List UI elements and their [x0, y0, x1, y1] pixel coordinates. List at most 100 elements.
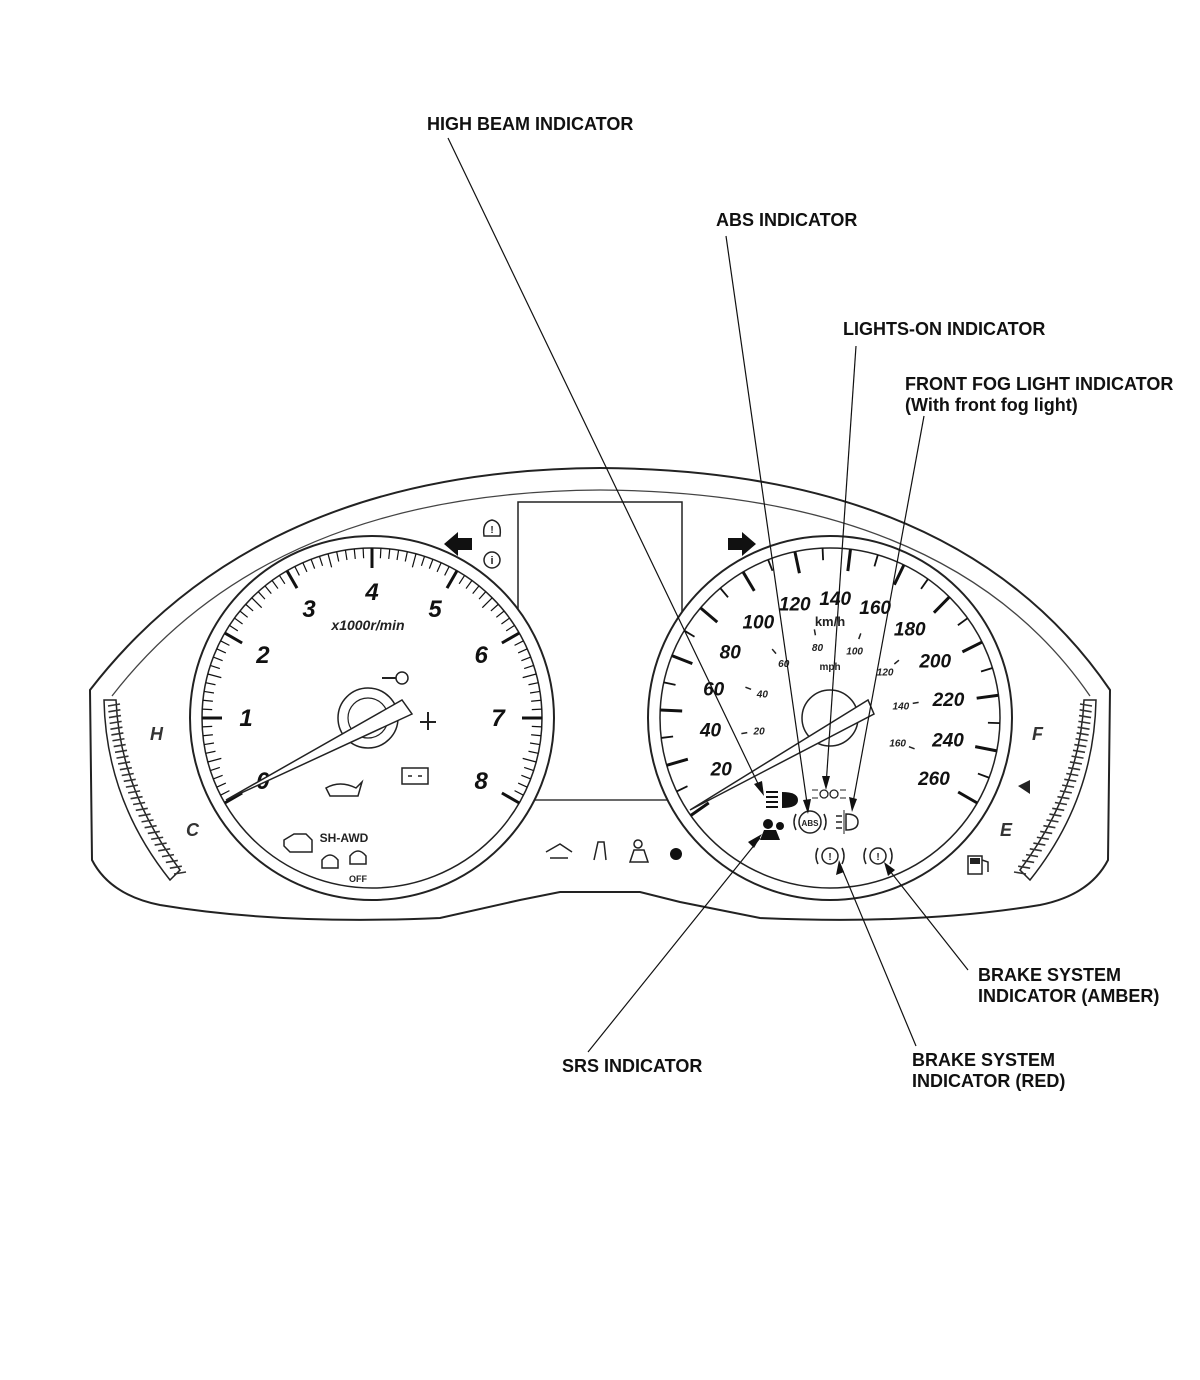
- speed-mph-number: 160: [889, 739, 906, 750]
- tach-minor-tick: [327, 553, 333, 568]
- leader-lights-on: [825, 345, 857, 787]
- temp-tick: [108, 714, 122, 719]
- leader-high-beam: [447, 137, 763, 793]
- cluster-housing-inner: [111, 489, 1091, 697]
- tach-major-tick: [445, 570, 459, 589]
- callout-front-fog-line2: (With front fog light): [905, 395, 1078, 415]
- fuel-tick: [1049, 813, 1062, 817]
- tach-minor-tick: [234, 617, 243, 625]
- callout-brake-amber: BRAKE SYSTEM INDICATOR (AMBER): [978, 965, 1159, 1007]
- tach-number: 3: [302, 596, 316, 623]
- tach-minor-tick: [522, 757, 537, 763]
- temp-tick: [111, 732, 124, 736]
- turn-right-arrow-icon: [728, 532, 756, 556]
- temp-tick: [165, 859, 178, 864]
- tach-number: 8: [474, 768, 488, 795]
- fuel-tick: [1074, 743, 1087, 748]
- callout-high-beam-text: HIGH BEAM INDICATOR: [427, 114, 634, 134]
- tach-minor-tick: [229, 624, 239, 632]
- seatbelt-icon: [628, 839, 650, 863]
- tach-number: 5: [428, 596, 442, 623]
- oil-pressure-icon: [325, 779, 364, 797]
- fuel-tick: [1013, 871, 1027, 875]
- tach-minor-tick: [203, 690, 215, 694]
- temp-tick: [130, 795, 143, 800]
- speedometer-unit-kmh: km/h: [815, 614, 845, 629]
- speed-minor-tick: [719, 587, 729, 598]
- svg-text:!: !: [828, 852, 831, 863]
- temp-tick: [161, 853, 175, 858]
- speed-mph-number: 140: [893, 701, 910, 712]
- speed-mph-tick: [912, 701, 919, 705]
- fuel-tick: [1078, 714, 1092, 719]
- tach-minor-tick: [353, 548, 356, 559]
- speed-major-tick: [974, 745, 998, 753]
- tach-minor-tick: [531, 734, 542, 737]
- passenger-seatbelt-icon: [593, 841, 607, 861]
- tach-minor-tick: [531, 725, 542, 728]
- speed-kmh-number: 220: [932, 690, 965, 711]
- speed-mph-number: 60: [778, 659, 790, 670]
- speed-kmh-number: 60: [703, 680, 725, 701]
- callout-lights-on-text: LIGHTS-ON INDICATOR: [843, 319, 1046, 339]
- tach-minor-tick: [428, 559, 434, 569]
- speed-kmh-number: 140: [819, 589, 851, 610]
- speed-kmh-number: 200: [918, 651, 951, 672]
- immobilizer-key-icon: [382, 671, 409, 685]
- tachometer-unit: x1000r/min: [330, 617, 404, 633]
- tach-number: 6: [474, 642, 488, 669]
- speed-major-tick: [846, 549, 852, 572]
- tach-minor-tick: [220, 640, 230, 646]
- speed-kmh-number: 40: [699, 720, 722, 741]
- tach-major-tick: [285, 570, 299, 589]
- fuel-tick: [1068, 766, 1081, 771]
- fuel-tick: [1057, 795, 1070, 800]
- temp-tick: [109, 720, 122, 725]
- callout-brake-amber-line1: BRAKE SYSTEM: [978, 965, 1122, 985]
- speed-minor-tick: [873, 554, 879, 567]
- check-engine-icon: [283, 833, 313, 853]
- tach-minor-tick: [465, 580, 473, 589]
- fuel-tick: [1033, 842, 1046, 846]
- vsa-icon: [321, 854, 339, 869]
- tachometer: 012345678 x1000r/min: [189, 535, 555, 901]
- temp-tick: [144, 824, 157, 829]
- fuel-full-label: F: [1032, 724, 1044, 744]
- arrowhead-lights-on: [822, 776, 830, 790]
- speed-mph-tick: [813, 629, 817, 636]
- fuel-tick: [1018, 865, 1031, 869]
- speed-major-tick: [671, 654, 693, 666]
- high-beam-icon: [766, 791, 798, 808]
- tach-minor-tick: [205, 750, 216, 754]
- brake-amber-icon: !: [863, 847, 893, 865]
- fuel-tick: [1059, 790, 1072, 794]
- speed-major-tick: [699, 606, 719, 624]
- fuel-tick: [1078, 720, 1091, 725]
- tach-minor-tick: [517, 648, 528, 654]
- fuel-tick: [1040, 830, 1053, 835]
- temp-tick: [116, 755, 129, 759]
- speed-mph-number: 80: [812, 643, 824, 654]
- fuel-pump-icon: [967, 855, 989, 875]
- callout-srs-text: SRS INDICATOR: [562, 1056, 703, 1076]
- fuel-tick: [1064, 778, 1077, 783]
- svg-text:i: i: [490, 555, 493, 567]
- tach-minor-tick: [522, 673, 537, 679]
- speed-major-tick: [660, 708, 683, 713]
- tach-minor-tick: [501, 617, 510, 625]
- speed-mph-number: 120: [877, 668, 894, 679]
- fuel-gauge-ticks: [1013, 703, 1093, 875]
- fuel-empty-label: E: [1000, 820, 1013, 840]
- tach-number: 4: [364, 579, 378, 606]
- speed-mph-tick: [858, 633, 862, 640]
- fuel-tick: [1066, 772, 1079, 777]
- fuel-tick: [1072, 749, 1086, 754]
- speed-major-tick: [976, 693, 999, 700]
- tach-minor-tick: [271, 580, 279, 589]
- tpms-icon: !: [482, 519, 502, 537]
- callout-brake-red: BRAKE SYSTEM INDICATOR (RED): [912, 1050, 1065, 1092]
- fuel-tick: [1075, 737, 1088, 742]
